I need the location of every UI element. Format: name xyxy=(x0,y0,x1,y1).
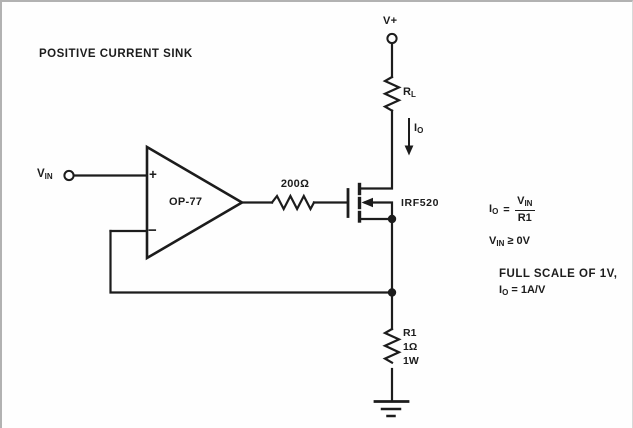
opamp-plus-input: + xyxy=(149,167,157,182)
opamp-minus-input: − xyxy=(148,222,157,239)
equation-vin: VIN ≥ 0V xyxy=(489,235,530,248)
eq-io-denominator: R1 xyxy=(514,210,535,224)
load-resistor-zigzag xyxy=(382,75,402,113)
io-arrow-head xyxy=(404,145,414,156)
vplus-label: V+ xyxy=(383,15,398,27)
mosfet-label: IRF520 xyxy=(401,197,440,209)
sense-resistor-value: 1Ω xyxy=(403,340,418,353)
vin-label: VIN xyxy=(37,168,53,181)
sense-resistor-power: 1W xyxy=(403,354,419,367)
eq-io-numerator: VIN xyxy=(517,195,533,208)
mosfet-body-arrow xyxy=(361,197,373,208)
page-title: POSITIVE CURRENT SINK xyxy=(39,48,193,60)
vin-terminal xyxy=(63,169,75,182)
ground-symbol xyxy=(373,400,410,418)
feedback-wire xyxy=(109,229,394,294)
opamp-label: OP-77 xyxy=(169,196,203,208)
io-current-label: IO xyxy=(414,122,424,135)
gate-resistor-label: 200Ω xyxy=(280,178,310,190)
mosfet-drain-wire xyxy=(358,109,394,190)
load-resistor-label: RL xyxy=(403,86,416,99)
eq-io-fraction: VIN R1 xyxy=(514,195,535,224)
mosfet-body-wire xyxy=(363,201,394,221)
sense-resistor-name: R1 xyxy=(403,327,417,339)
eq-io-lhs: IO xyxy=(489,203,499,216)
equation-scale: IO = 1A/V xyxy=(499,284,546,297)
equation-io: IO = VIN R1 xyxy=(489,195,535,224)
gate-resistor-zigzag xyxy=(270,193,316,212)
opamp-triangle xyxy=(145,144,245,261)
full-scale-note: FULL SCALE OF 1V, xyxy=(499,268,618,280)
sense-resistor-label: R1 1Ω 1W xyxy=(403,327,419,368)
sense-resistor-zigzag xyxy=(382,327,402,365)
vplus-terminal xyxy=(386,32,398,45)
eq-io-equals: = xyxy=(503,203,510,216)
feedback-junction-dot xyxy=(387,288,397,297)
